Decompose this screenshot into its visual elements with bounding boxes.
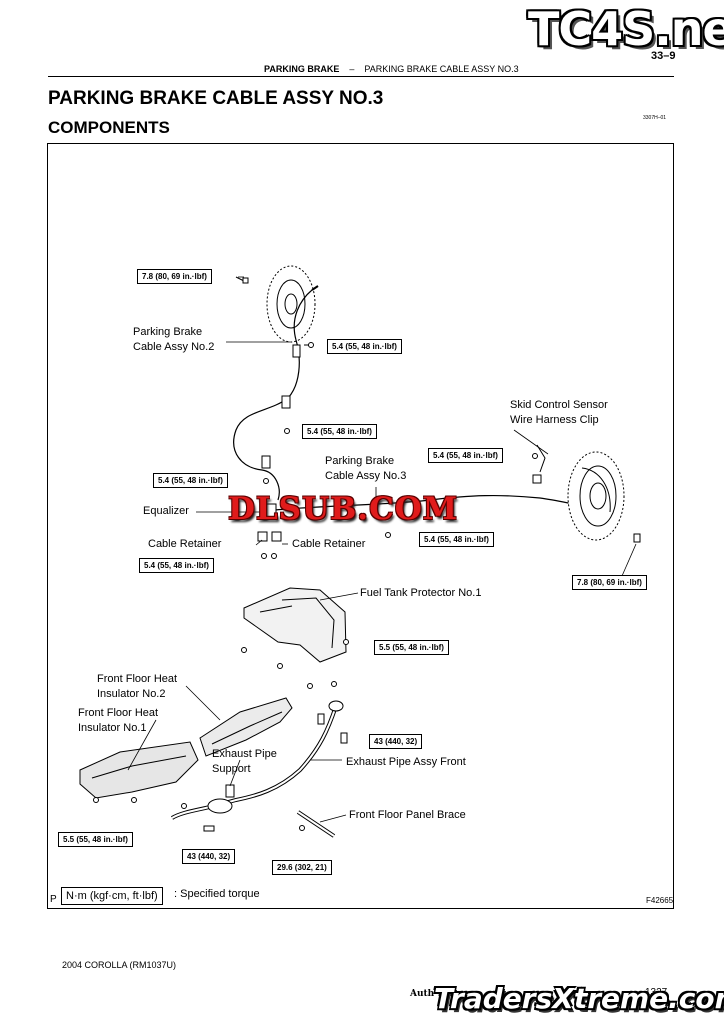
footer-model: 2004 COROLLA (RM1037U) (62, 960, 177, 970)
torque-label: 7.8 (80, 69 in.·lbf) (137, 269, 212, 284)
running-subsection: PARKING BRAKE CABLE ASSY NO.3 (364, 64, 519, 74)
diagram-frame (47, 143, 674, 909)
heat-insulator-2 (199, 697, 293, 757)
header-rule (48, 76, 674, 77)
cable-no2 (233, 289, 313, 501)
torque-label: 5.4 (55, 48 in.·lbf) (419, 532, 494, 547)
tradersxtreme-watermark: TradersXtreme.com (434, 982, 724, 1015)
legend-text: : Specified torque (174, 888, 260, 900)
torque-label: 5.4 (55, 48 in.·lbf) (139, 558, 214, 573)
right-backing-plate (567, 451, 625, 541)
running-header: PARKING BRAKE – PARKING BRAKE CABLE ASSY… (264, 64, 519, 74)
label-skid-control-clip: Skid Control Sensor Wire Harness Clip (510, 399, 608, 426)
figure-code: 3307H–01 (643, 115, 667, 121)
torque-label: 29.6 (302, 21) (272, 860, 332, 875)
label-equalizer: Equalizer (143, 505, 189, 517)
label-cable-retainer-right: Cable Retainer (292, 538, 366, 550)
footer-author: Auth (410, 989, 435, 999)
torque-label: 5.5 (55, 48 in.·lbf) (58, 832, 133, 847)
label-cable-no3: Parking Brake Cable Assy No.3 (325, 455, 407, 482)
bolts (235, 276, 641, 559)
label-cable-no2: Parking Brake Cable Assy No.2 (133, 326, 215, 353)
label-fuel-tank-protector: Fuel Tank Protector No.1 (360, 587, 482, 599)
torque-label: 5.4 (55, 48 in.·lbf) (153, 473, 228, 488)
fuel-tank-protector (243, 587, 347, 663)
torque-label: 5.4 (55, 48 in.·lbf) (428, 448, 503, 463)
label-cable-retainer-left: Cable Retainer (148, 538, 222, 550)
legend-unit-box: N·m (kgf·cm, ft·lbf) (61, 887, 163, 905)
footer-page: 1327 (645, 987, 668, 998)
dlsub-watermark: DLSUB.COM (228, 491, 459, 527)
page-title: PARKING BRAKE CABLE ASSY NO.3 (48, 88, 384, 109)
heat-insulator-1 (79, 741, 199, 799)
torque-label: 5.4 (55, 48 in.·lbf) (302, 424, 377, 439)
torque-label: 5.5 (55, 48 in.·lbf) (374, 640, 449, 655)
legend-prefix: P (50, 894, 57, 905)
page-number: 33–9 (651, 50, 676, 62)
label-heat-insulator-2: Front Floor Heat Insulator No.2 (97, 673, 178, 700)
left-backing-plate (266, 265, 316, 343)
figure-number: F42665 (646, 896, 674, 905)
label-exhaust-pipe-front: Exhaust Pipe Assy Front (346, 756, 466, 768)
label-heat-insulator-1: Front Floor Heat Insulator No.1 (78, 707, 159, 734)
tc4s-watermark: TC4S.net (528, 2, 724, 56)
torque-label: 7.8 (80, 69 in.·lbf) (572, 575, 647, 590)
page-subtitle: COMPONENTS (48, 118, 170, 137)
torque-label: 43 (440, 32) (182, 849, 236, 864)
running-separator: – (349, 64, 355, 74)
leader-lines (127, 276, 637, 823)
torque-label: 43 (440, 32) (369, 734, 423, 749)
torque-label: 5.4 (55, 48 in.·lbf) (327, 339, 402, 354)
running-section: PARKING BRAKE (264, 64, 340, 74)
label-floor-panel-brace: Front Floor Panel Brace (349, 809, 466, 821)
label-exhaust-pipe-support: Exhaust Pipe Support (212, 748, 277, 775)
